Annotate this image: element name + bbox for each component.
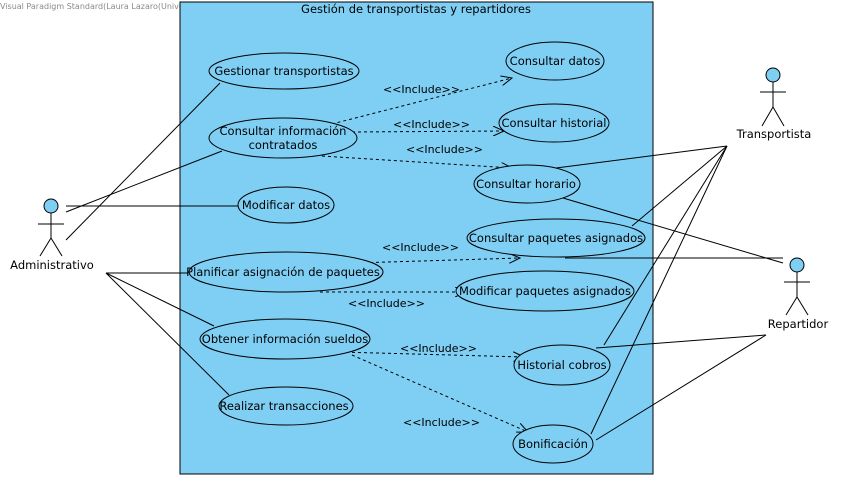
- actor-transportista[interactable]: Transportista: [736, 67, 812, 141]
- svg-text:Modificar paquetes asignados: Modificar paquetes asignados: [459, 284, 631, 298]
- include-bonificacion: [351, 354, 528, 432]
- include-horario: [321, 155, 512, 168]
- svg-text:Consultar historial: Consultar historial: [502, 116, 607, 130]
- assoc-admin-realizar: [105, 272, 230, 396]
- usecase-consultar-datos[interactable]: Consultar datos: [505, 41, 605, 81]
- svg-text:Consultar información: Consultar información: [220, 124, 347, 138]
- usecase-bonificacion[interactable]: Bonificación: [512, 424, 594, 464]
- usecase-consultar-historial[interactable]: Consultar historial: [498, 103, 610, 143]
- usecase-modificar-datos[interactable]: Modificar datos: [237, 186, 335, 224]
- include-label: <<Include>>: [383, 83, 460, 96]
- include-historial: [351, 131, 504, 132]
- svg-text:Consultar horario: Consultar horario: [476, 177, 576, 191]
- include-label: <<Include>>: [403, 416, 480, 429]
- usecase-planificar-asignacion-paquetes[interactable]: Planificar asignación de paquetes: [186, 251, 384, 293]
- actor-head-icon: [789, 257, 805, 273]
- include-label: <<Include>>: [406, 143, 483, 156]
- svg-text:Consultar datos: Consultar datos: [510, 54, 601, 68]
- system-title: Gestión de transportistas y repartidores: [301, 2, 531, 16]
- assoc-admin-gestionar: [65, 82, 221, 241]
- usecase-realizar-transacciones[interactable]: Realizar transacciones: [218, 386, 354, 426]
- assoc-trans-paquetes: [631, 145, 728, 227]
- usecase-obtener-informacion-sueldos[interactable]: Obtener información sueldos: [199, 318, 371, 360]
- actor-label: Repartidor: [768, 317, 829, 331]
- actor-head-icon: [765, 67, 781, 83]
- use-cases: Gestionar transportistas Consultar infor…: [186, 41, 646, 464]
- svg-text:Planificar asignación de paque: Planificar asignación de paquetes: [186, 265, 380, 279]
- include-label: <<Include>>: [382, 241, 459, 254]
- svg-text:Bonificación: Bonificación: [518, 437, 588, 451]
- svg-text:Consultar paquetes asignados: Consultar paquetes asignados: [469, 231, 643, 245]
- include-labels: <<Include>> <<Include>> <<Include>> <<In…: [348, 83, 483, 429]
- usecase-gestionar-transportistas[interactable]: Gestionar transportistas: [208, 52, 360, 90]
- associations: [65, 82, 784, 441]
- include-label: <<Include>>: [400, 342, 477, 355]
- svg-text:Modificar datos: Modificar datos: [242, 198, 330, 212]
- include-label: <<Include>>: [393, 118, 470, 131]
- assoc-trans-horario: [555, 145, 728, 169]
- include-label: <<Include>>: [348, 297, 425, 310]
- assoc-rep-historial: [595, 334, 767, 349]
- actor-administrativo[interactable]: Administrativo: [10, 198, 94, 272]
- actor-repartidor[interactable]: Repartidor: [768, 257, 829, 331]
- assoc-rep-bonificacion: [595, 334, 767, 441]
- assoc-admin-obtener: [105, 272, 215, 327]
- usecase-historial-cobros[interactable]: Historial cobros: [513, 344, 611, 386]
- assoc-rep-horario: [562, 197, 784, 264]
- include-dependencies: [319, 78, 528, 432]
- usecase-consultar-paquetes-asignados[interactable]: Consultar paquetes asignados: [466, 218, 646, 258]
- actor-label: Administrativo: [10, 258, 94, 272]
- svg-text:Gestionar transportistas: Gestionar transportistas: [214, 64, 353, 78]
- watermark: Visual Paradigm Standard(Laura Lazaro(Un…: [0, 2, 252, 11]
- include-historial-cobros: [339, 351, 524, 357]
- svg-text:contratados: contratados: [249, 138, 318, 152]
- svg-text:Obtener información sueldos: Obtener información sueldos: [202, 332, 368, 346]
- actor-head-icon: [43, 198, 59, 214]
- assoc-trans-bonificacion: [590, 145, 728, 435]
- usecase-consultar-horario[interactable]: Consultar horario: [473, 164, 581, 204]
- usecase-consultar-informacion-contratados[interactable]: Consultar información contratados: [208, 117, 358, 159]
- actor-label: Transportista: [736, 127, 812, 141]
- assoc-admin-consultar-info: [65, 150, 223, 213]
- svg-text:Historial cobros: Historial cobros: [517, 358, 606, 372]
- usecase-modificar-paquetes-asignados[interactable]: Modificar paquetes asignados: [455, 270, 635, 312]
- svg-text:Realizar transacciones: Realizar transacciones: [219, 399, 348, 413]
- assoc-trans-historial: [603, 145, 728, 346]
